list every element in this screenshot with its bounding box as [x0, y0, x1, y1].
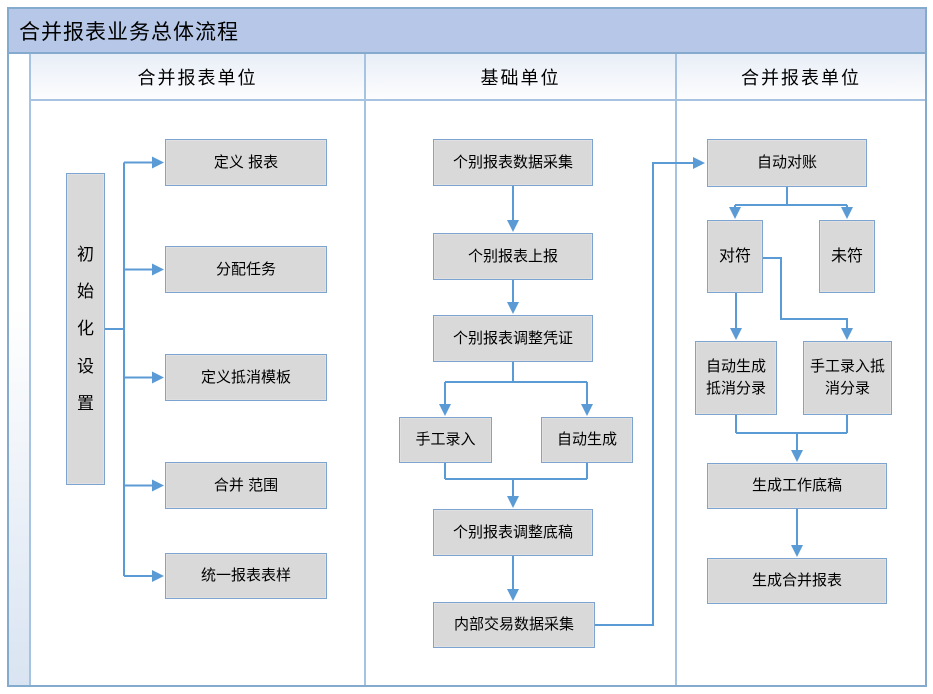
lane-basic-unit: 基础单位	[366, 54, 677, 685]
lane-header-basic-unit: 基础单位	[366, 54, 675, 101]
swimlane-content: 合并报表单位 基础单位 合并报表单位	[9, 54, 925, 685]
diagram-title-bar: 合并报表业务总体流程	[9, 9, 925, 54]
lane-consolidation-unit-right: 合并报表单位	[677, 54, 925, 685]
lane-header-consolidation-unit-left: 合并报表单位	[31, 54, 364, 101]
lane-gutter	[9, 54, 31, 685]
lane-consolidation-unit-left: 合并报表单位	[31, 54, 366, 685]
connector-entry-merge	[444, 463, 588, 480]
connector-matched-to-manual-elim	[763, 257, 853, 340]
connector-reconcile-split	[735, 187, 847, 206]
connector-voucher-split	[445, 362, 587, 383]
connector-internal-to-reconcile	[595, 157, 705, 626]
lane-header-consolidation-unit-right: 合并报表单位	[677, 54, 925, 101]
connector-elim-merge	[735, 415, 848, 434]
diagram-title: 合并报表业务总体流程	[19, 20, 239, 44]
